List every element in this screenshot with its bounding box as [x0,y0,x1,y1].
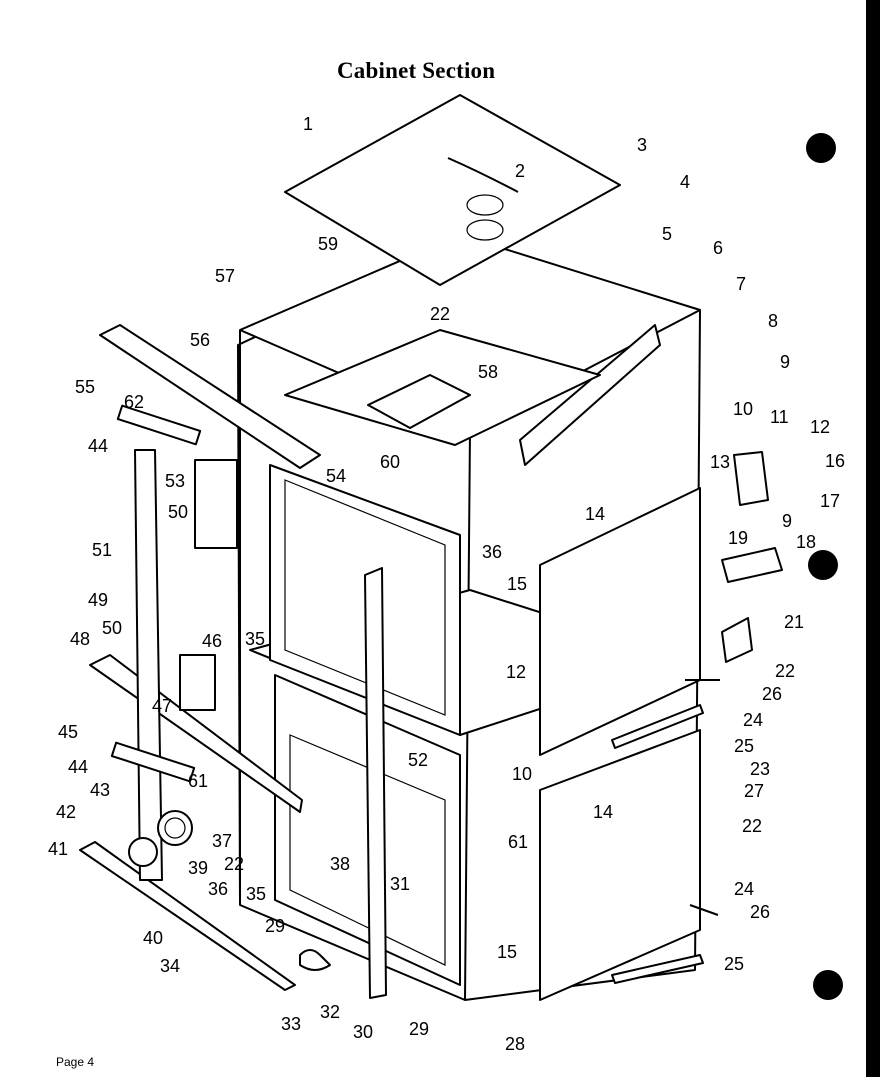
callout-38: 38 [330,854,350,874]
callout-30: 30 [353,1022,373,1042]
callout-27: 27 [744,781,764,801]
callout-2: 2 [515,161,525,181]
callout-1: 1 [303,114,313,134]
callout-25-a: 25 [734,736,754,756]
callout-12-a: 12 [810,417,830,437]
callout-22-a: 22 [775,661,795,681]
callout-44-b: 44 [68,757,88,777]
callout-22-c: 22 [224,854,244,874]
callout-51: 51 [92,540,112,560]
callout-36-b: 36 [208,879,228,899]
callout-44-a: 44 [88,436,108,456]
callout-57: 57 [215,266,235,286]
callout-37: 37 [212,831,232,851]
callout-4: 4 [680,172,690,192]
callout-34: 34 [160,956,180,976]
callout-50-a: 50 [168,502,188,522]
callout-42: 42 [56,802,76,822]
callout-24-a: 24 [743,710,763,730]
callout-6: 6 [713,238,723,258]
callout-25-b: 25 [724,954,744,974]
callout-10-a: 10 [733,399,753,419]
callout-52: 52 [408,750,428,770]
callout-61-b: 61 [188,771,208,791]
callout-14-a: 14 [585,504,605,524]
callout-33: 33 [281,1014,301,1034]
page-edge [866,0,880,1077]
callout-9-b: 9 [782,511,792,531]
callout-28: 28 [505,1034,525,1054]
callout-22-b: 22 [742,816,762,836]
callout-13: 13 [710,452,730,472]
callout-15-b: 15 [497,942,517,962]
callout-62: 62 [124,392,144,412]
callout-46: 46 [202,631,222,651]
callout-29-a: 29 [409,1019,429,1039]
binder-hole-bottom [813,970,843,1000]
callout-10-b: 10 [512,764,532,784]
callout-17: 17 [820,491,840,511]
callout-55: 55 [75,377,95,397]
callout-22-d: 22 [430,304,450,324]
page-title: Cabinet Section [337,58,496,83]
callout-15-a: 15 [507,574,527,594]
callout-32: 32 [320,1002,340,1022]
callout-35-b: 35 [245,629,265,649]
callout-60: 60 [380,452,400,472]
callout-18: 18 [796,532,816,552]
callout-53: 53 [165,471,185,491]
binder-hole-top [806,133,836,163]
callout-54: 54 [326,466,346,486]
callout-29-b: 29 [265,916,285,936]
callout-8: 8 [768,311,778,331]
callout-26-b: 26 [750,902,770,922]
callout-58: 58 [478,362,498,382]
callout-61-a: 61 [508,832,528,852]
callout-41: 41 [48,839,68,859]
callout-14-b: 14 [593,802,613,822]
callout-40: 40 [143,928,163,948]
callout-49: 49 [88,590,108,610]
callout-5: 5 [662,224,672,244]
callout-26-a: 26 [762,684,782,704]
callout-36-a: 36 [482,542,502,562]
callout-12-b: 12 [506,662,526,682]
callout-39: 39 [188,858,208,878]
callout-48: 48 [70,629,90,649]
callout-11: 11 [770,407,789,427]
callout-50-b: 50 [102,618,122,638]
binder-hole-middle [808,550,838,580]
callout-7: 7 [736,274,746,294]
callout-21: 21 [784,612,804,632]
callout-24-b: 24 [734,879,754,899]
page-number: Page 4 [56,1055,95,1069]
callout-3: 3 [637,135,647,155]
callout-47: 47 [152,696,172,716]
callout-9-a: 9 [780,352,790,372]
callout-56: 56 [190,330,210,350]
callout-45: 45 [58,722,78,742]
callout-23: 23 [750,759,770,779]
callout-35-a: 35 [246,884,266,904]
front-frame [79,324,461,999]
callout-31: 31 [390,874,410,894]
callout-19: 19 [728,528,748,548]
callout-59: 59 [318,234,338,254]
callout-labels: 1 2 3 4 5 6 7 8 9 10 11 12 13 16 17 9 19… [48,114,845,1054]
callout-16: 16 [825,451,845,471]
side-panels [539,451,783,1001]
callout-43: 43 [90,780,110,800]
